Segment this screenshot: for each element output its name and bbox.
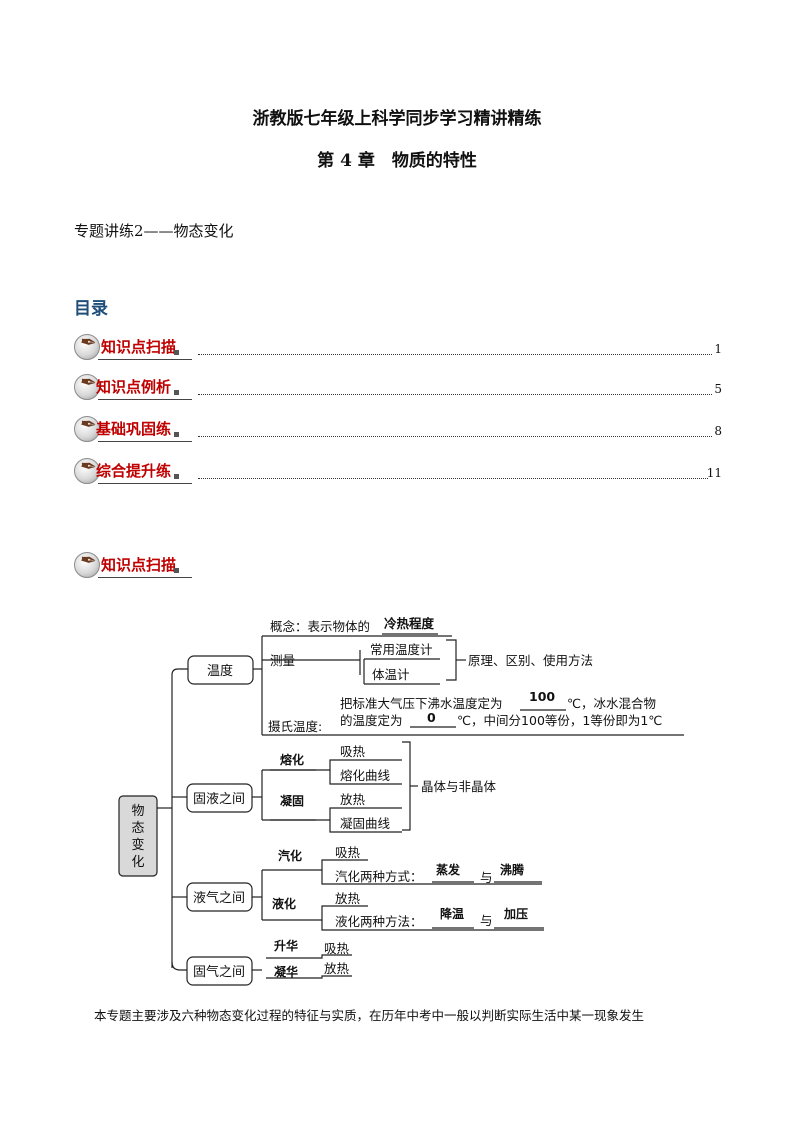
square-icon: [174, 432, 179, 437]
badge-underline: [98, 577, 192, 578]
badge-underline: [98, 483, 192, 484]
toc-page-number: 1: [714, 342, 722, 356]
toc-heading: 目录: [74, 299, 108, 319]
clinical-thermometer-label: 体温计: [372, 667, 410, 682]
solid-gas-node-label: 固气之间: [193, 964, 245, 980]
square-icon: [174, 568, 179, 573]
mind-map-diagram: 物 态 变 化 温度 固液之间 液气之间 固气之间 概念：表示物体的 冷热程度 …: [118, 616, 684, 986]
toc-item-basic-practice[interactable]: ✒ 基础巩固练 8: [74, 411, 722, 444]
vaporize-absorb-heat: 吸热: [335, 845, 361, 860]
temperature-node-label: 温度: [207, 663, 233, 679]
temperature-node-box: [187, 655, 254, 685]
section-badge: ✒ 知识点扫描: [74, 546, 204, 580]
evaporation-answer: 蒸发: [436, 862, 461, 877]
section-badge: ✒ 基础巩固练: [74, 411, 204, 444]
ice-value: 0: [427, 710, 436, 725]
solid-liquid-node-label: 固液之间: [193, 792, 245, 807]
and-connector: 与: [480, 913, 493, 928]
and-connector: 与: [480, 870, 493, 885]
badge-underline: [98, 441, 192, 442]
liquefy-ways: 液化两种方法：: [335, 914, 423, 929]
vaporize-ways: 汽化两种方式：: [335, 869, 423, 884]
celsius-line1-suffix: ℃，冰水混合物: [567, 696, 656, 711]
badge-circle-icon: [74, 552, 100, 578]
section-header-knowledge-scan: ✒ 知识点扫描: [74, 546, 204, 580]
compress-answer: 加压: [503, 906, 528, 921]
melt-curve: 熔化曲线: [340, 768, 391, 783]
desublimate-release-heat: 放热: [324, 961, 350, 976]
toc-leader-dots: [198, 394, 712, 395]
toc-item-label: 知识点扫描: [101, 338, 177, 356]
sublimate-absorb-heat: 吸热: [324, 941, 350, 956]
sublimate-label: 升华: [274, 938, 298, 953]
melt-absorb-heat: 吸热: [340, 744, 366, 759]
toc-leader-dots: [198, 436, 712, 437]
solid-liquid-node-box: [186, 783, 253, 813]
celsius-line2-suffix: ℃，中间分100等份，1等份即为1℃: [457, 713, 662, 728]
liquid-gas-node-box: [186, 882, 253, 912]
section-badge: ✒ 综合提升练: [74, 453, 204, 486]
badge-circle-icon: [74, 416, 100, 442]
toc-page-number: 5: [714, 382, 722, 396]
chapter-title: 第 4 章 物质的特性: [317, 151, 477, 171]
toc-leader-dots: [198, 478, 708, 479]
badge-underline: [98, 359, 192, 360]
brush-icon: ✒: [78, 328, 99, 356]
section-badge: ✒ 知识点例析: [74, 369, 204, 402]
solid-gas-node-box: [186, 956, 253, 986]
badge-underline: [98, 399, 192, 400]
toc-item-label: 知识点例析: [96, 378, 172, 396]
freeze-release-heat: 放热: [340, 792, 366, 807]
badge-circle-icon: [74, 458, 100, 484]
temp-concept-prefix: 概念：表示物体的: [270, 619, 370, 634]
subject-title: 专题讲练2——物态变化: [74, 222, 234, 240]
brush-icon: ✒: [78, 546, 99, 574]
badge-circle-icon: [74, 334, 100, 360]
root-char: 物: [131, 804, 144, 819]
vaporize-label: 汽化: [278, 848, 302, 863]
square-icon: [174, 350, 179, 355]
celsius-line1-prefix: 把标准大气压下沸水温度定为: [340, 696, 503, 711]
liquid-gas-node-label: 液气之间: [193, 890, 245, 906]
temp-measure-label: 测量: [270, 653, 295, 668]
lab-thermometer-label: 常用温度计: [370, 642, 433, 657]
celsius-line2-prefix: 的温度定为: [340, 713, 403, 728]
freeze-curve: 凝固曲线: [340, 816, 391, 831]
measure-note: 原理、区别、使用方法: [468, 653, 593, 668]
square-icon: [174, 390, 179, 395]
section-badge-label: 知识点扫描: [101, 556, 177, 574]
cooling-answer: 降温: [440, 906, 464, 921]
document-title: 浙教版七年级上科学同步学习精讲精练: [252, 109, 542, 129]
melt-label: 熔化: [280, 752, 304, 767]
root-char: 化: [131, 855, 144, 870]
liquefy-release-heat: 放热: [335, 891, 361, 906]
root-node-box: [118, 795, 158, 877]
root-char: 变: [131, 837, 144, 853]
square-icon: [174, 474, 179, 479]
intro-paragraph: 本专题主要涉及六种物态变化过程的特征与实质，在历年中考中一般以判断实际生活中某一…: [94, 1008, 645, 1023]
boil-value: 100: [529, 689, 555, 704]
toc-page-number: 8: [714, 424, 722, 438]
toc-item-knowledge-examples[interactable]: ✒ 知识点例析 5: [74, 369, 722, 402]
toc-item-label: 综合提升练: [96, 462, 172, 480]
toc-item-label: 基础巩固练: [96, 420, 172, 438]
toc-leader-dots: [198, 354, 712, 355]
desublimate-label: 凝华: [274, 964, 298, 979]
freeze-label: 凝固: [280, 793, 304, 808]
boiling-answer: 沸腾: [500, 862, 525, 877]
liquefy-label: 液化: [272, 896, 296, 911]
root-char: 态: [131, 821, 144, 836]
toc-item-knowledge-scan[interactable]: ✒ 知识点扫描 1: [74, 328, 722, 362]
toc-item-comprehensive-practice[interactable]: ✒ 综合提升练 11: [74, 453, 722, 486]
temp-concept-answer: 冷热程度: [384, 616, 435, 631]
section-badge: ✒ 知识点扫描: [74, 328, 204, 362]
celsius-label: 摄氏温度:: [268, 719, 322, 734]
toc-page-number: 11: [706, 466, 722, 480]
badge-circle-icon: [74, 374, 100, 400]
crystal-note: 晶体与非晶体: [421, 779, 497, 794]
